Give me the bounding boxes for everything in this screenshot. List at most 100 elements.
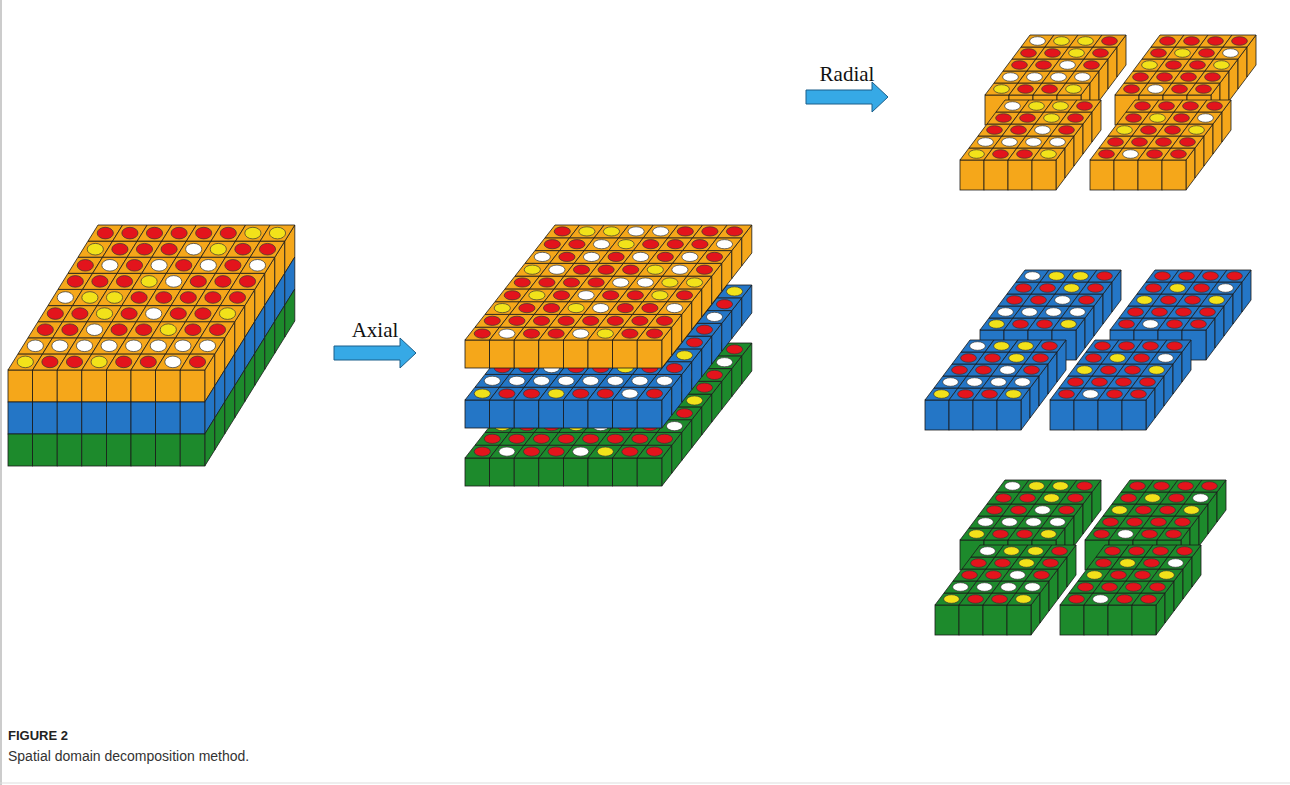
fuel-pin — [509, 434, 525, 443]
fuel-pin — [186, 243, 202, 255]
fuel-pin — [1214, 61, 1230, 70]
fuel-pin — [1103, 518, 1119, 527]
fuel-pin — [1095, 342, 1111, 351]
fuel-pin — [1028, 547, 1044, 556]
fuel-pin — [597, 389, 613, 398]
fuel-pin — [1189, 126, 1205, 135]
block-front — [613, 458, 638, 486]
fuel-pin — [116, 356, 132, 368]
fuel-pin — [62, 324, 78, 336]
fuel-pin — [523, 389, 539, 398]
fuel-pin — [652, 291, 668, 300]
fuel-pin — [597, 447, 613, 456]
block-top-cell — [657, 302, 692, 315]
fuel-pin — [548, 447, 564, 456]
fuel-pin — [1069, 595, 1085, 604]
fuel-pin — [1044, 494, 1060, 503]
block-top-cell — [647, 314, 682, 327]
fuel-pin — [474, 329, 490, 338]
fuel-pin — [1148, 85, 1164, 94]
fuel-pin — [1157, 73, 1173, 82]
block-front — [637, 458, 662, 486]
fuel-pin — [112, 243, 128, 255]
fuel-pin — [976, 366, 992, 375]
fuel-pin — [1199, 49, 1215, 58]
fuel-pin — [126, 260, 142, 272]
fuel-pin — [706, 370, 722, 379]
fuel-pin — [607, 434, 623, 443]
block-top-cell — [1006, 376, 1039, 388]
block-top-cell — [1032, 528, 1065, 540]
fuel-pin — [1029, 482, 1045, 491]
block-top-cell — [1050, 124, 1083, 136]
fuel-pin — [150, 340, 166, 352]
fuel-pin — [971, 559, 987, 568]
block-front — [82, 434, 107, 466]
fuel-pin — [1007, 296, 1023, 305]
block-front — [82, 402, 107, 434]
fuel-pin — [1185, 296, 1201, 305]
fuel-pin — [533, 376, 549, 385]
block-front — [588, 400, 613, 428]
block-top-cell — [1182, 318, 1215, 330]
block-front — [57, 370, 82, 402]
fuel-pin — [622, 329, 638, 338]
block-top-cell — [1223, 35, 1256, 47]
block-front — [514, 458, 539, 486]
fuel-pin — [1161, 296, 1177, 305]
block-front — [465, 458, 490, 486]
fuel-pin — [141, 276, 157, 288]
figure-caption: Spatial domain decomposition method. — [8, 748, 249, 764]
fuel-pin — [569, 240, 585, 249]
fuel-pin — [1223, 49, 1239, 58]
fuel-pin — [82, 292, 98, 304]
fuel-pin — [190, 276, 206, 288]
block-front — [984, 160, 1008, 190]
fuel-pin — [1092, 378, 1108, 387]
fuel-pin — [1207, 102, 1223, 111]
block-top-cell — [1131, 376, 1164, 388]
block-front — [973, 400, 997, 430]
fuel-pin — [1068, 378, 1084, 387]
fuel-pin — [994, 342, 1010, 351]
fuel-pin — [215, 276, 231, 288]
fuel-pin — [696, 325, 712, 334]
fuel-pin — [598, 265, 614, 274]
block-front — [57, 434, 82, 466]
fuel-pin — [642, 304, 658, 313]
fuel-pin — [632, 376, 648, 385]
fuel-pin — [499, 447, 515, 456]
fuel-pin — [1160, 37, 1176, 46]
fuel-pin — [1011, 126, 1027, 135]
fuel-pin — [549, 265, 565, 274]
fuel-pin — [1054, 37, 1070, 46]
block-front — [106, 434, 131, 466]
fuel-pin — [1017, 150, 1033, 159]
fuel-pin — [146, 308, 162, 320]
fuel-pin — [1152, 308, 1168, 317]
fuel-pin — [1175, 49, 1191, 58]
fuel-pin — [1111, 571, 1127, 580]
block-front — [1050, 400, 1074, 430]
fuel-pin — [980, 547, 996, 556]
block-front — [563, 458, 588, 486]
fuel-pin — [1134, 354, 1150, 363]
fuel-pin — [76, 340, 92, 352]
block-top-cell — [697, 251, 732, 264]
fuel-pin — [1202, 482, 1218, 491]
fuel-pin — [583, 434, 599, 443]
fuel-pin — [189, 356, 205, 368]
fuel-pin — [676, 291, 692, 300]
fuel-pin — [1053, 102, 1069, 111]
fuel-pin — [523, 447, 539, 456]
fuel-pin — [200, 260, 216, 272]
fuel-pin — [1169, 494, 1185, 503]
fuel-pin — [205, 292, 221, 304]
fuel-pin — [1154, 482, 1170, 491]
fuel-pin — [618, 240, 634, 249]
fuel-pin — [646, 447, 662, 456]
fuel-pin — [682, 252, 698, 261]
fuel-pin — [970, 342, 986, 351]
fuel-pin — [1036, 61, 1052, 70]
